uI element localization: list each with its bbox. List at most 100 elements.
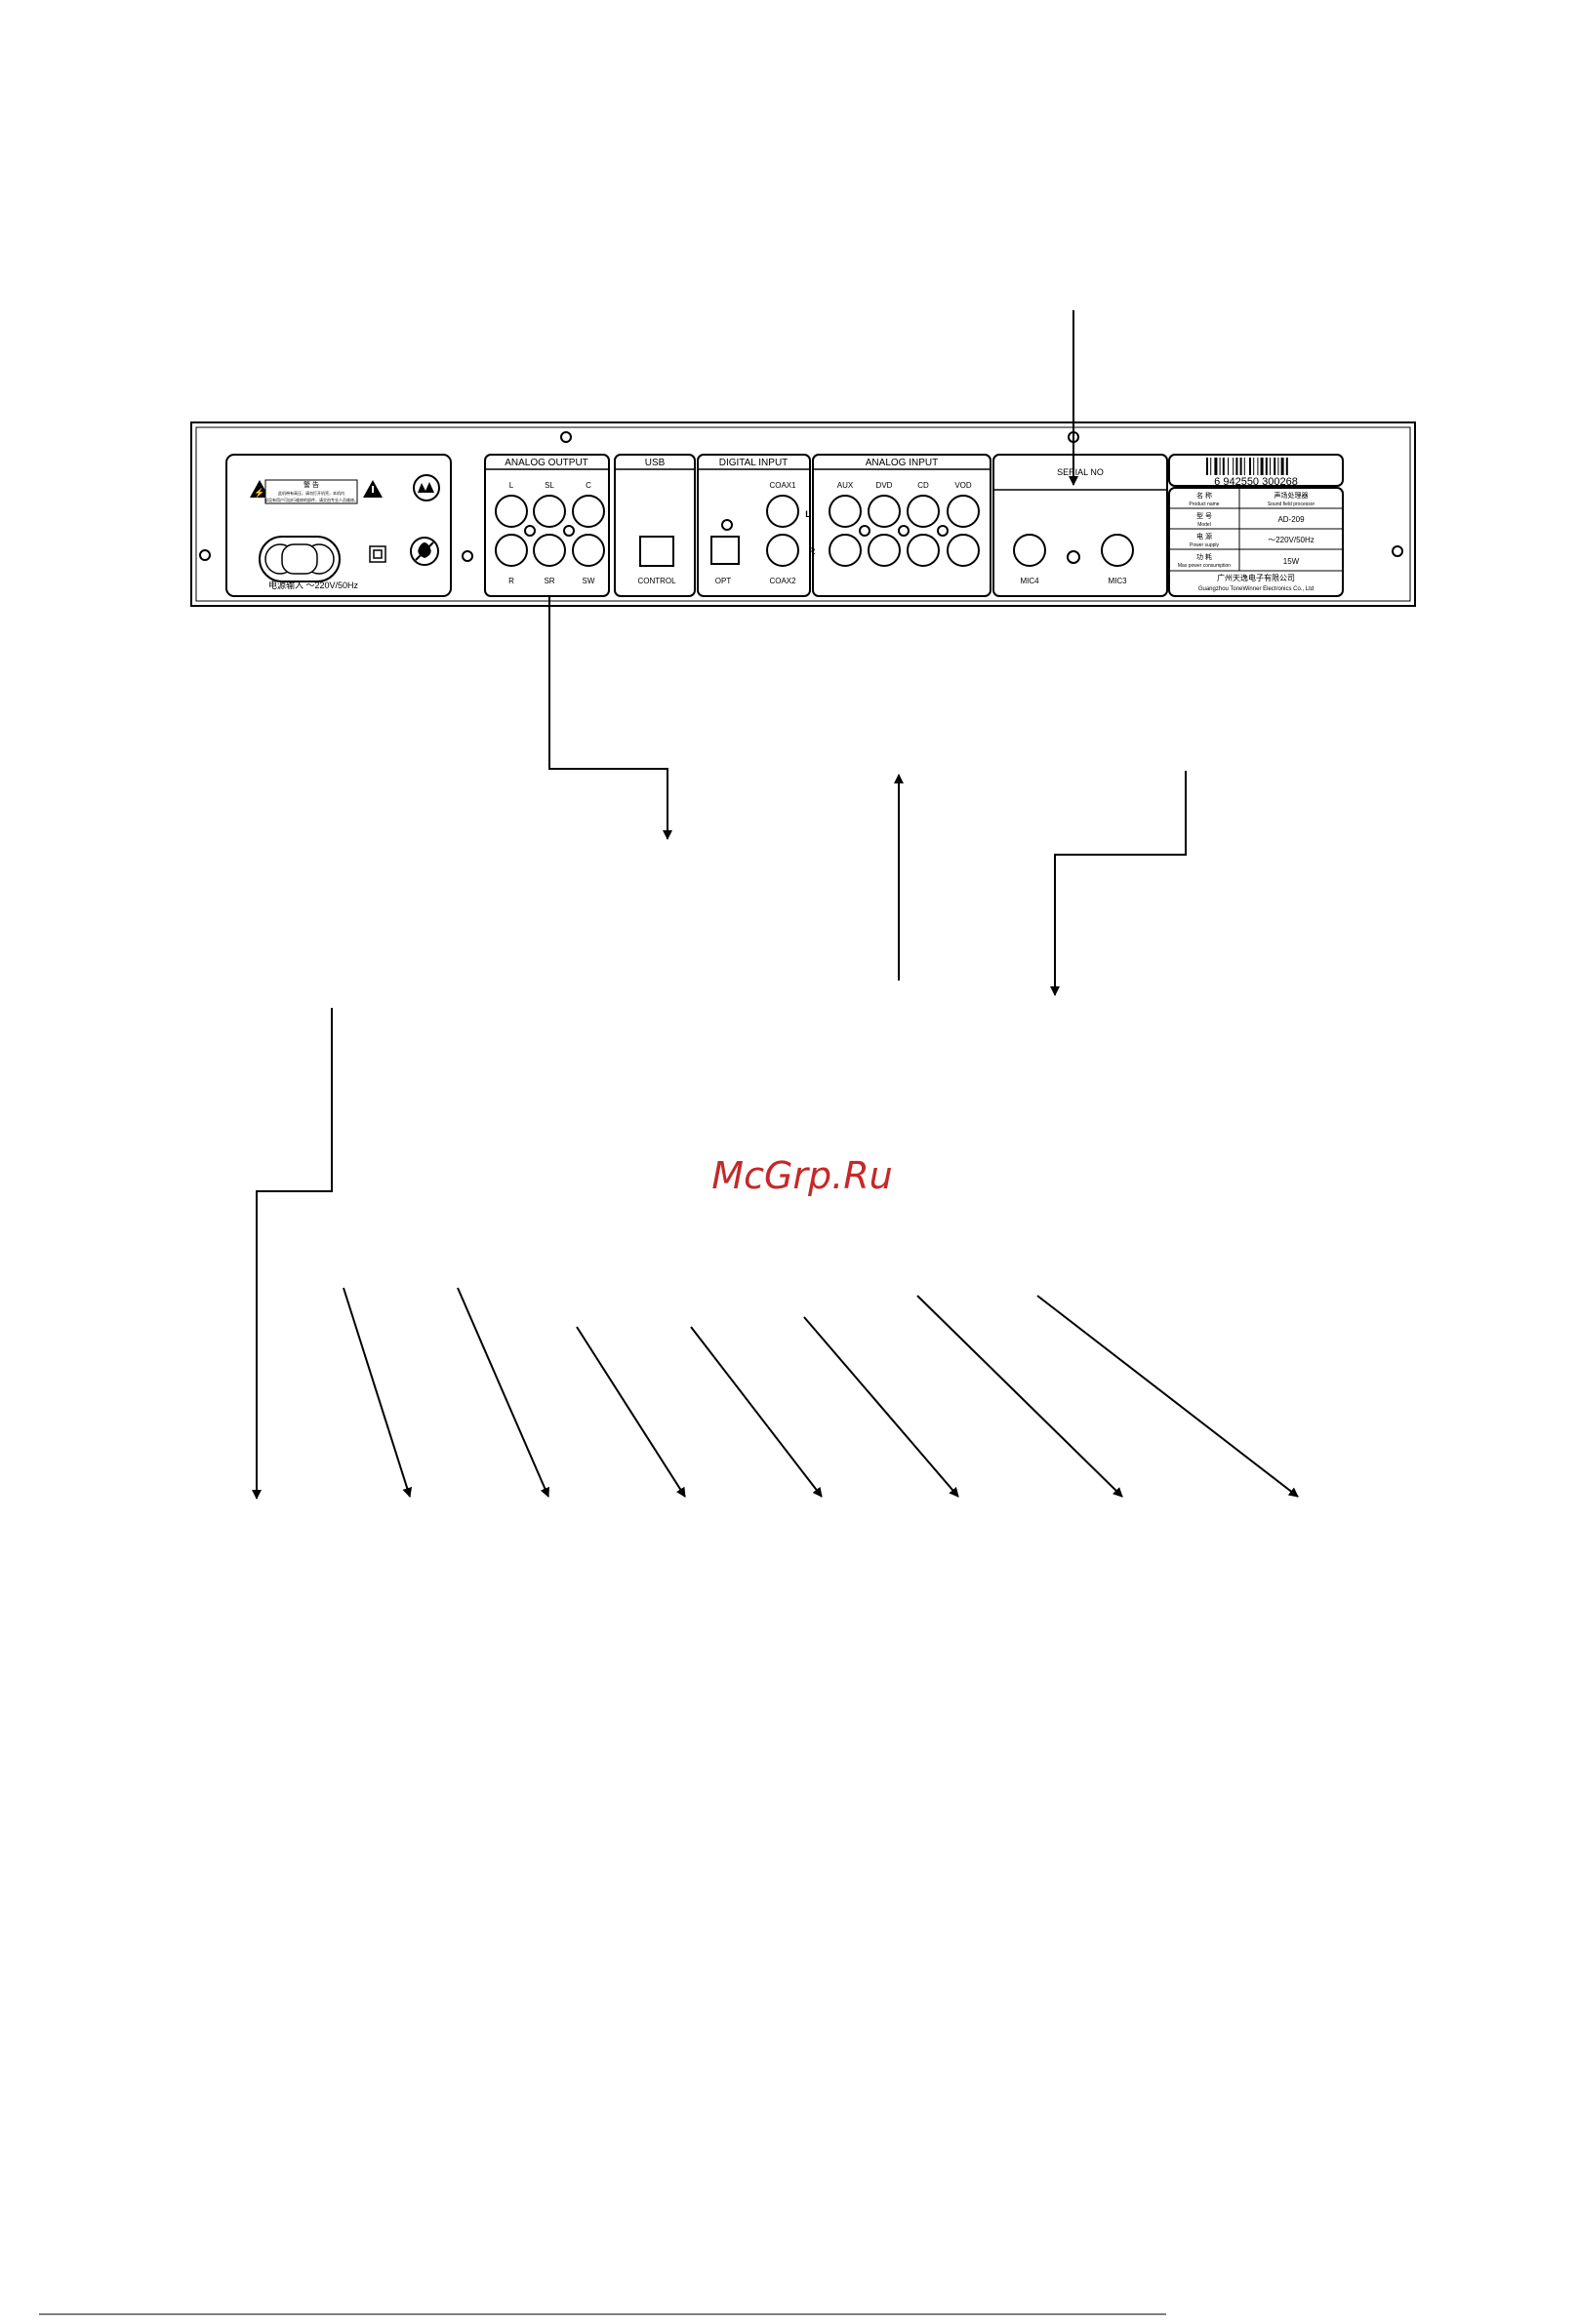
out-label-sr: SR <box>544 577 554 585</box>
serial-no-label: SERIAL NO <box>1057 467 1104 477</box>
svg-text:⚡: ⚡ <box>254 487 264 499</box>
mic3-jack <box>1101 534 1134 567</box>
barcode-bar <box>1210 458 1212 475</box>
screw-out-2 <box>563 525 575 537</box>
opt-label: OPT <box>715 577 732 585</box>
l-mark: L <box>805 509 811 519</box>
screw-in-2 <box>898 525 910 537</box>
barcode-bar <box>1235 458 1238 475</box>
digital-input-section: DIGITAL INPUT COAX1 L R OPT COAX2 <box>697 454 816 597</box>
arrow-4 <box>576 1326 686 1498</box>
mic4-jack <box>1013 534 1046 567</box>
coax2-label: COAX2 <box>769 577 796 585</box>
power-input-label: 电源输入 ～220V/50Hz <box>268 580 359 590</box>
mic4-label: MIC4 <box>1020 577 1039 585</box>
barcode-bar <box>1243 458 1245 475</box>
barcode-bar <box>1239 458 1242 475</box>
warning-triangle-icon: ⚡ <box>250 480 269 499</box>
power-section: ⚡ 警 告 此机带有高压，请勿打开机壳，本机内 部没有用户可自行维修的部件，请交… <box>225 454 452 597</box>
rca-jack-out-c <box>572 495 605 528</box>
rca-jack-out-r <box>495 534 528 567</box>
barcode-bar <box>1228 458 1229 475</box>
out-label-l: L <box>509 481 514 490</box>
barcode-bar <box>1214 458 1218 475</box>
warning-title: 警 告 <box>303 480 319 489</box>
barcode-bar <box>1233 458 1234 475</box>
arrow-5 <box>690 1326 823 1498</box>
analog-input-title: ANALOG INPUT <box>866 458 938 468</box>
rca-jack-in-aux-l <box>829 495 862 528</box>
barcode-bar <box>1280 458 1284 475</box>
screw-out-1 <box>524 525 536 537</box>
out-label-c: C <box>586 481 591 490</box>
row2-en: Model <box>1197 522 1211 528</box>
arrow-6 <box>803 1316 959 1498</box>
arrow-mic <box>1050 771 1187 996</box>
in-label-dvd: DVD <box>876 481 893 490</box>
arrow-7 <box>916 1295 1123 1498</box>
exclamation-triangle-icon <box>363 480 383 498</box>
arrow-8 <box>1036 1295 1299 1498</box>
barcode-bar <box>1265 458 1268 475</box>
rca-jack-out-sl <box>533 495 566 528</box>
rca-jack-out-l <box>495 495 528 528</box>
screw-in-3 <box>937 525 949 537</box>
arrow-2 <box>343 1287 413 1498</box>
row4-value: 15W <box>1283 557 1300 566</box>
barcode <box>1206 458 1288 475</box>
row4-en: Max power consumption <box>1178 563 1231 569</box>
row1-value: 声场处理器 <box>1275 491 1309 500</box>
warning-text-line2: 部没有用户可自行维修的部件，请交由专业人员维修。 <box>264 497 358 502</box>
screw-in-1 <box>859 525 870 537</box>
rca-jack-in-vod-l <box>947 495 980 528</box>
barcode-bar <box>1277 458 1279 475</box>
arrow-analog-output <box>548 597 672 840</box>
arrow-3 <box>457 1287 549 1498</box>
mic-screw <box>1067 550 1080 564</box>
rca-jack-in-dvd-r <box>868 534 901 567</box>
power-socket-icon <box>259 536 341 582</box>
analog-output-title: ANALOG OUTPUT <box>505 458 588 468</box>
watermark-text: McGrp.Ru <box>711 1154 892 1197</box>
barcode-number: 6 942550 300268 <box>1214 476 1298 488</box>
company-cn: 广州天逸电子有限公司 <box>1217 573 1295 582</box>
out-label-sl: SL <box>545 481 554 490</box>
ground-screw <box>462 550 473 562</box>
usb-title: USB <box>645 458 666 468</box>
barcode-bar <box>1253 458 1255 475</box>
row1-en: Product name <box>1189 501 1219 507</box>
barcode-bar <box>1274 458 1276 475</box>
rca-jack-in-vod-r <box>947 534 980 567</box>
company-en: Guangzhou ToneWinner Electronics Co., Lt… <box>1198 586 1314 592</box>
in-label-cd: CD <box>917 481 929 490</box>
rca-jack-in-cd-l <box>907 495 940 528</box>
barcode-bar <box>1222 458 1225 475</box>
arrow-1 <box>252 1008 333 1500</box>
row2-cn: 型 号 <box>1196 511 1212 520</box>
barcode-bar <box>1206 458 1208 475</box>
rca-jack-in-dvd-l <box>868 495 901 528</box>
coax1-label: COAX1 <box>769 481 796 490</box>
rca-jack-out-sw <box>572 534 605 567</box>
usb-port <box>639 536 674 567</box>
analog-output-section: ANALOG OUTPUT L SL C R SR SW <box>484 454 610 597</box>
row3-cn: 电 源 <box>1196 532 1212 541</box>
row4-cn: 功 耗 <box>1196 552 1212 561</box>
row3-value: ～220V/50Hz <box>1268 536 1315 544</box>
mount-hole-left <box>199 549 211 561</box>
barcode-bar <box>1249 458 1251 475</box>
mic-section: SERIAL NO MIC4 MIC3 <box>992 454 1168 597</box>
rca-jack-in-cd-r <box>907 534 940 567</box>
out-label-r: R <box>508 577 514 585</box>
out-label-sw: SW <box>583 577 595 585</box>
in-label-vod: VOD <box>954 481 972 490</box>
warning-text-line1: 此机带有高压，请勿打开机壳，本机内 <box>278 490 344 496</box>
double-insulation-icon <box>369 545 386 563</box>
rca-jack-out-sr <box>533 534 566 567</box>
row1-cn: 名 称 <box>1196 491 1212 500</box>
barcode-bar <box>1219 458 1221 475</box>
coax2-jack <box>766 534 799 567</box>
opt-indicator <box>721 519 733 531</box>
optical-port <box>710 536 740 565</box>
